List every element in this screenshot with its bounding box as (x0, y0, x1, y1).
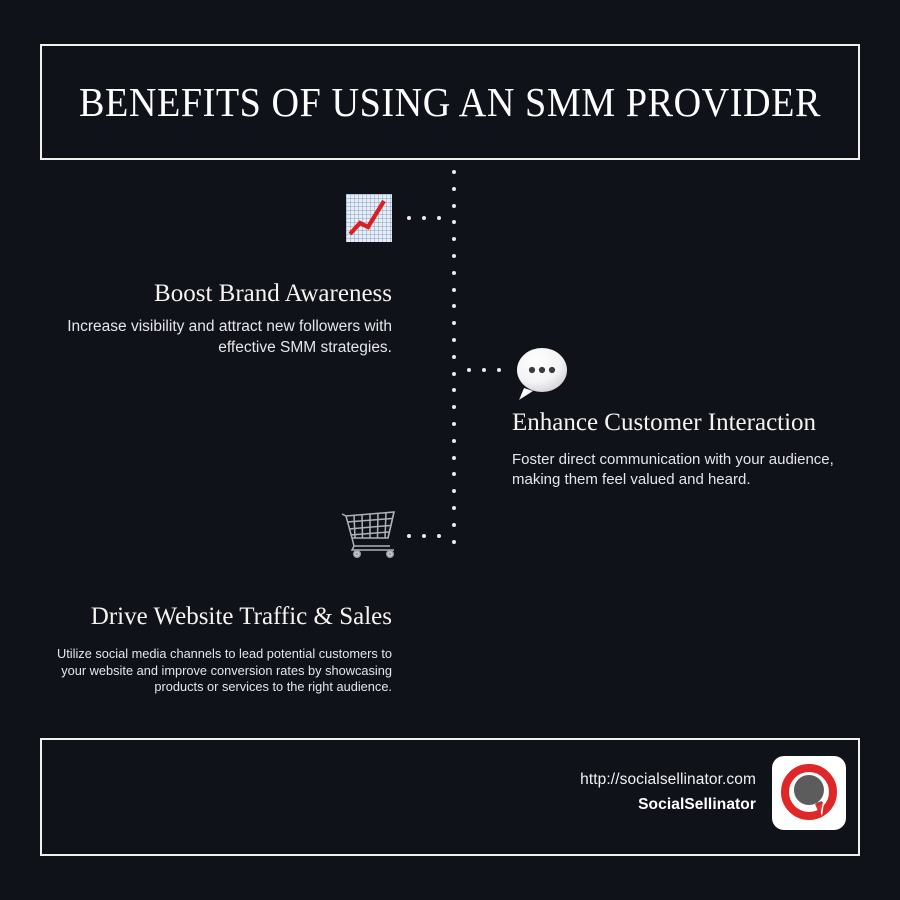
connector-dot-vertical (452, 288, 456, 292)
connector-dot-branch-bubble (467, 368, 471, 372)
brand-name: SocialSellinator (638, 796, 756, 813)
benefit-body: Increase visibility and attract new foll… (67, 318, 392, 356)
speech-bubble-icon (511, 344, 573, 402)
shopping-cart-icon (338, 508, 404, 560)
benefit-block-boost-brand-awareness: Boost Brand Awareness Increase visibilit… (40, 278, 392, 358)
connector-dot-vertical (452, 372, 456, 376)
website-url[interactable]: http://socialsellinator.com (580, 771, 756, 788)
connector-dot-vertical (452, 271, 456, 275)
benefit-body: Foster direct communication with your au… (512, 451, 834, 488)
connector-dot-vertical (452, 204, 456, 208)
benefit-block-enhance-customer-interaction: Enhance Customer Interaction Foster dire… (512, 404, 862, 490)
connector-dot-vertical (452, 405, 456, 409)
connector-dot-vertical (452, 187, 456, 191)
connector-dot-branch-chart (422, 216, 426, 220)
connector-dot-branch-chart (437, 216, 441, 220)
connector-dot-vertical (452, 422, 456, 426)
connector-dot-vertical (452, 439, 456, 443)
line-chart-icon (346, 194, 392, 242)
connector-dot-vertical (452, 523, 456, 527)
connector-dot-vertical (452, 220, 456, 224)
connector-dot-vertical (452, 355, 456, 359)
connector-dot-vertical (452, 506, 456, 510)
footer-text-group: http://socialsellinator.com SocialSellin… (580, 768, 756, 818)
connector-dot-vertical (452, 170, 456, 174)
connector-dot-vertical (452, 540, 456, 544)
footer-box: http://socialsellinator.com SocialSellin… (40, 738, 860, 856)
connector-dot-vertical (452, 489, 456, 493)
connector-dot-branch-cart (437, 534, 441, 538)
connector-dot-vertical (452, 254, 456, 258)
benefit-heading: Enhance Customer Interaction (512, 409, 817, 436)
socialsellinator-logo (772, 756, 846, 830)
connector-dot-vertical (452, 304, 456, 308)
title-box: BENEFITS OF USING AN SMM PROVIDER (40, 44, 860, 160)
benefit-heading: Boost Brand Awareness (154, 280, 392, 307)
benefit-block-drive-website-traffic-and-sales: Drive Website Traffic & Sales Utilize so… (40, 600, 392, 696)
page-title: BENEFITS OF USING AN SMM PROVIDER (79, 79, 821, 125)
connector-dot-branch-cart (407, 534, 411, 538)
connector-dot-vertical (452, 237, 456, 241)
benefit-heading: Drive Website Traffic & Sales (90, 603, 392, 630)
footer-content: http://socialsellinator.com SocialSellin… (580, 756, 846, 830)
benefit-body: Utilize social media channels to lead po… (56, 646, 392, 694)
connector-dot-vertical (452, 456, 456, 460)
connector-dot-vertical (452, 338, 456, 342)
connector-dot-branch-bubble (482, 368, 486, 372)
connector-dot-branch-cart (422, 534, 426, 538)
connector-dot-vertical (452, 321, 456, 325)
connector-dot-branch-chart (407, 216, 411, 220)
connector-dot-vertical (452, 472, 456, 476)
connector-dot-branch-bubble (497, 368, 501, 372)
connector-dot-vertical (452, 388, 456, 392)
